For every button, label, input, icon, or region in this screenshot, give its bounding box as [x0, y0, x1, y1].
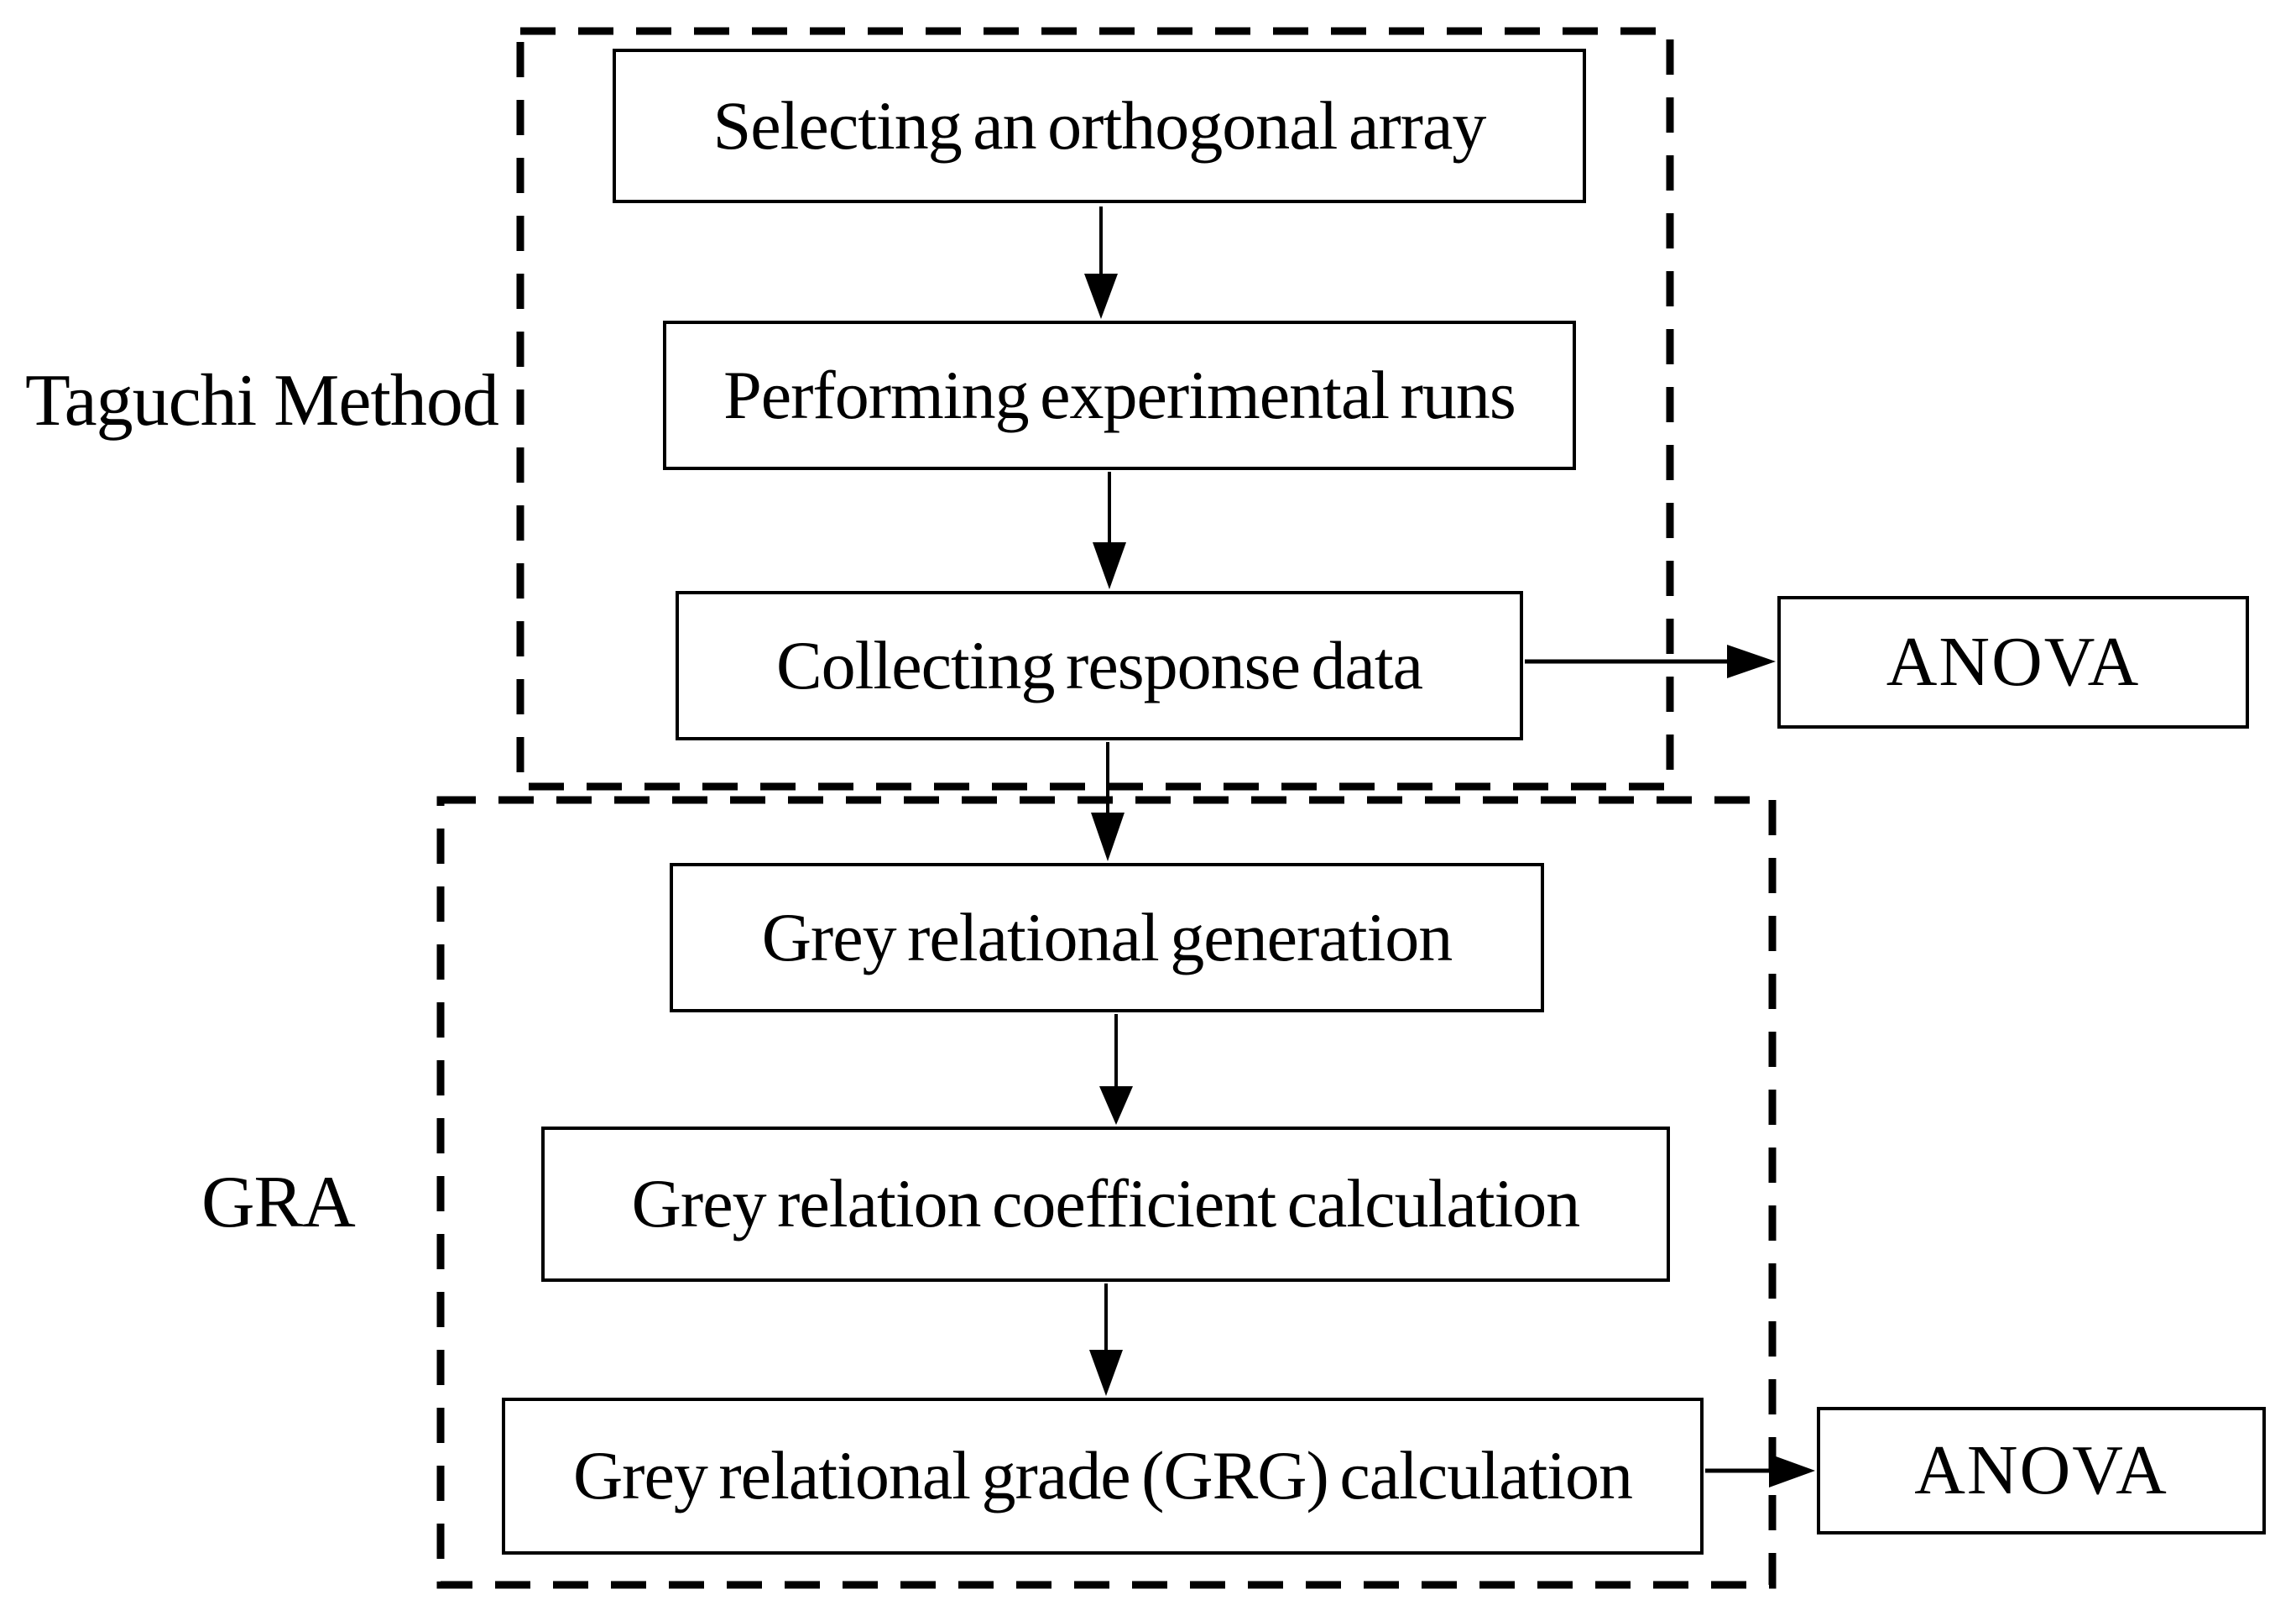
- node-collecting-data: Collecting response data: [676, 591, 1523, 740]
- node-grey-coefficient: Grey relation coefficient calculation: [541, 1127, 1670, 1282]
- arrow-coefficient-to-grade: [1089, 1283, 1123, 1396]
- arrow-grade-to-anova: [1705, 1454, 1815, 1487]
- taguchi-group-border: [516, 27, 1674, 791]
- node-label: Grey relational grade (GRG) calculation: [572, 1437, 1633, 1514]
- node-grey-generation: Grey relational generation: [670, 863, 1544, 1012]
- node-label: Grey relation coefficient calculation: [631, 1165, 1581, 1242]
- node-anova-bottom: ANOVA: [1817, 1407, 2266, 1534]
- node-label: ANOVA: [1914, 1430, 2168, 1509]
- node-performing-runs: Performing experimental runs: [663, 321, 1576, 470]
- node-label: Selecting an orthogonal array: [712, 86, 1487, 164]
- arrow-collect-to-anova: [1525, 645, 1776, 678]
- node-label: Collecting response data: [775, 626, 1423, 703]
- node-label: Grey relational generation: [761, 898, 1453, 975]
- node-grey-grade: Grey relational grade (GRG) calculation: [502, 1398, 1704, 1555]
- arrow-collect-to-generation: [1091, 742, 1125, 861]
- node-selecting-array: Selecting an orthogonal array: [613, 49, 1586, 203]
- node-anova-top: ANOVA: [1777, 596, 2249, 729]
- node-label: ANOVA: [1886, 622, 2141, 701]
- taguchi-group-label: Taguchi Method: [25, 360, 499, 442]
- node-label: Performing experimental runs: [723, 356, 1516, 433]
- arrow-select-to-perform: [1084, 207, 1118, 319]
- gra-group-label: GRA: [201, 1162, 356, 1243]
- arrow-perform-to-collect: [1093, 472, 1126, 589]
- arrow-generation-to-coefficient: [1099, 1014, 1133, 1125]
